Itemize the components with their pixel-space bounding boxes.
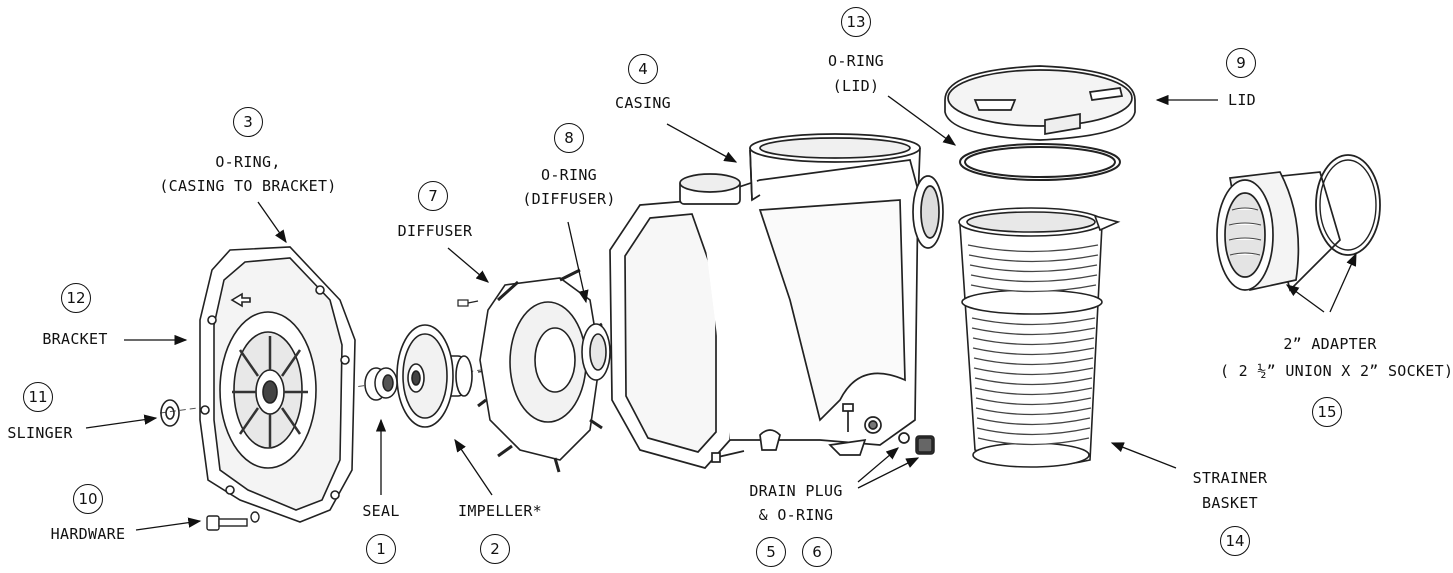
drain-plug-number: 5	[756, 537, 786, 567]
lid-oring-part	[959, 143, 1121, 181]
oring-lid-label: O-RING	[828, 52, 884, 70]
bracket-label: BRACKET	[42, 330, 108, 348]
drain-plug-label: DRAIN PLUG	[749, 482, 843, 500]
drain-plug-part	[915, 435, 935, 455]
slinger-label: SLINGER	[7, 424, 73, 442]
seal-number: 1	[366, 534, 396, 564]
strainer-basket-part	[958, 207, 1121, 468]
bracket-part	[199, 246, 356, 523]
slinger-part	[160, 399, 180, 427]
impeller-label: IMPELLER*	[458, 502, 542, 520]
strainer-label: STRAINER	[1192, 469, 1268, 487]
lid-label: LID	[1228, 91, 1256, 109]
slinger-number: 11	[23, 382, 53, 412]
hardware-part	[206, 511, 260, 531]
adapter-label: 2” ADAPTER	[1283, 335, 1377, 353]
drain-oring-number: 6	[802, 537, 832, 567]
adapter-part	[1216, 154, 1381, 292]
oring-lid-label2: (LID)	[832, 77, 880, 95]
oring-casing-label2: (CASING TO BRACKET)	[159, 177, 337, 195]
adapter-label2: ( 2 ½” UNION X 2” SOCKET)	[1220, 362, 1453, 380]
oring-casing-number: 3	[233, 107, 263, 137]
casing-label: CASING	[615, 94, 671, 112]
strainer-number: 14	[1220, 526, 1250, 556]
adapter-number: 15	[1312, 397, 1342, 427]
casing-number: 4	[628, 54, 658, 84]
oring-diffuser-label2: (DIFFUSER)	[522, 190, 616, 208]
diffuser-label: DIFFUSER	[397, 222, 473, 240]
oring-diffuser-label: O-RING	[541, 166, 597, 184]
oring-diffuser-number: 8	[554, 123, 584, 153]
casing-part	[609, 133, 944, 469]
seal-part	[364, 367, 398, 401]
impeller-number: 2	[480, 534, 510, 564]
impeller-part	[396, 324, 473, 428]
hardware-label: HARDWARE	[50, 525, 126, 543]
oring-casing-label: O-RING,	[215, 153, 281, 171]
diffuser-number: 7	[418, 181, 448, 211]
bracket-number: 12	[61, 283, 91, 313]
lid-number: 9	[1226, 48, 1256, 78]
hardware-number: 10	[73, 484, 103, 514]
lid-part	[944, 65, 1136, 141]
drain-plug-label2: & O-RING	[758, 506, 834, 524]
seal-label: SEAL	[362, 502, 400, 520]
oring-lid-number: 13	[841, 7, 871, 37]
diffuser-part	[477, 268, 611, 473]
leader-arrows	[85, 94, 1357, 531]
strainer-label2: BASKET	[1202, 494, 1258, 512]
